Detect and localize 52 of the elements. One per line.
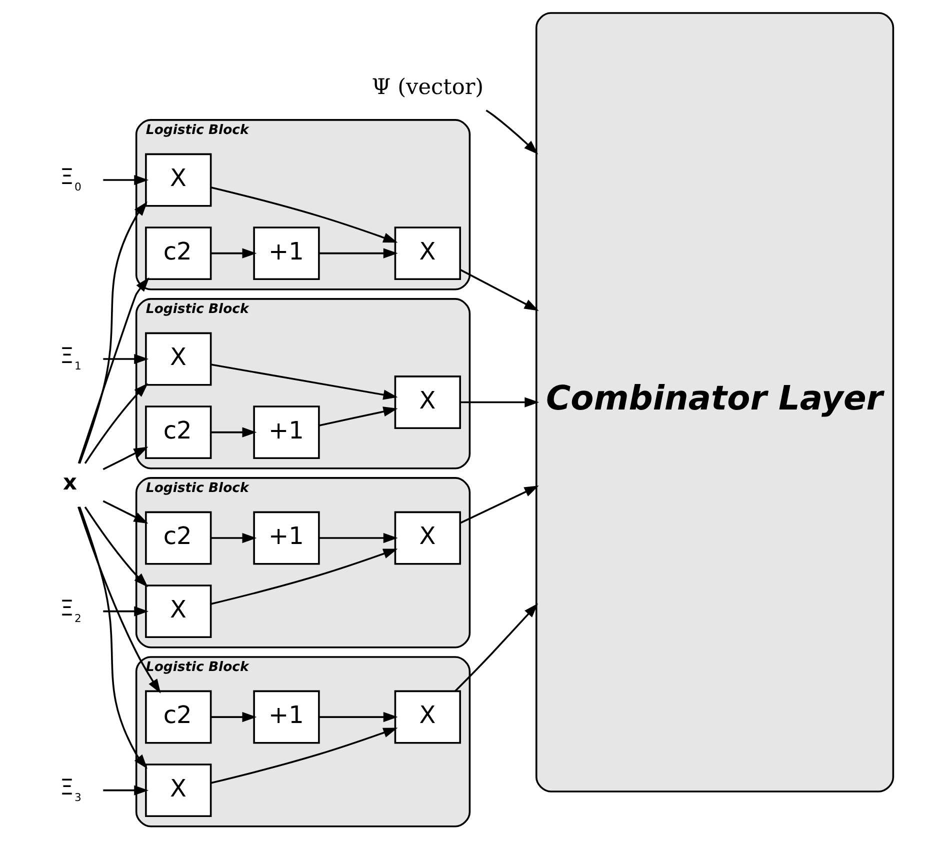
node-box: c2 [145, 226, 212, 280]
node-box: +1 [253, 406, 320, 460]
arrow [78, 202, 148, 464]
node-box: X [145, 584, 212, 638]
node-text: Ξ$_{3}$ [60, 775, 82, 804]
node-box: X [145, 764, 212, 818]
node-box: c2 [145, 511, 212, 565]
node-box: X [394, 511, 461, 565]
arrow [103, 606, 149, 616]
arrow [102, 500, 148, 524]
arrow [460, 397, 540, 408]
node-box: +1 [253, 226, 320, 280]
arrow [103, 785, 149, 796]
arrow [211, 248, 257, 258]
node-text: Ξ$_{1}$ [60, 344, 82, 373]
arrow [460, 486, 539, 524]
node-box: +1 [253, 511, 320, 565]
node-box: X [394, 226, 461, 280]
arrow [102, 446, 148, 470]
arrow [78, 506, 148, 769]
arrow [211, 728, 398, 784]
arrow [78, 506, 161, 694]
arrow [486, 110, 538, 154]
arrow [460, 269, 539, 311]
arrow [319, 532, 398, 544]
arrow [103, 174, 149, 186]
node-box: c2 [145, 406, 212, 460]
node-box: Combinator Layer [535, 12, 894, 792]
node-text: Ξ$_{0}$ [60, 165, 82, 194]
node-box: X [145, 332, 212, 386]
node-text: Ξ$_{2}$ [60, 596, 82, 625]
arrow [211, 427, 257, 438]
node-box: c2 [145, 690, 212, 744]
arrow [454, 603, 538, 692]
arrow [84, 383, 148, 464]
arrow [84, 506, 148, 588]
arrow [211, 532, 257, 544]
arrow [319, 406, 398, 426]
arrow [211, 186, 398, 243]
arrow [319, 712, 398, 722]
arrow [78, 277, 150, 464]
node-box: X [394, 376, 461, 429]
arrow [103, 354, 149, 364]
node-text: Ψ (vector) [372, 75, 484, 100]
node-text: x [63, 470, 77, 496]
node-box: +1 [253, 690, 320, 744]
node-box: X [394, 690, 461, 744]
node-box: X [145, 153, 212, 207]
arrow [211, 712, 257, 722]
arrow [319, 248, 398, 258]
arrow [210, 364, 398, 400]
arrow [211, 548, 398, 605]
